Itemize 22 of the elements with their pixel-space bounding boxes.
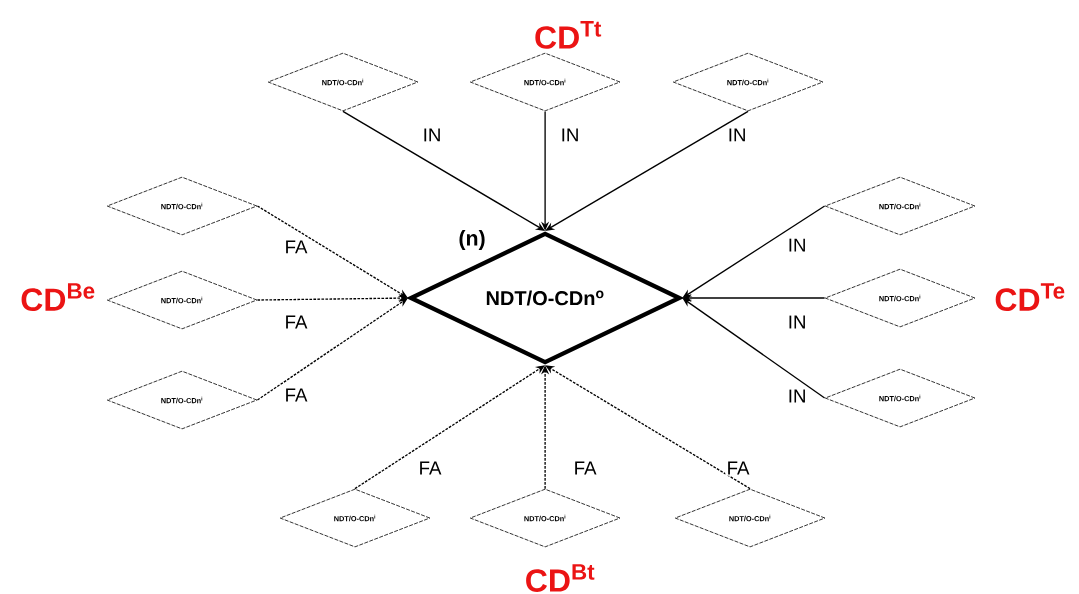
group-label: CD$^{Bt}$ bbox=[526, 564, 595, 592]
edge-label: IN bbox=[726, 127, 748, 143]
edge-label: FA bbox=[283, 387, 309, 403]
group-label: CD$^{Be}$ bbox=[21, 283, 95, 311]
edge-label: FA bbox=[572, 460, 598, 476]
edge-label: IN bbox=[786, 314, 808, 330]
edge-label: FA bbox=[283, 239, 309, 255]
edge-label: FA bbox=[417, 460, 443, 476]
arrow bbox=[256, 298, 408, 401]
arrow bbox=[545, 110, 749, 231]
edge-label: FA bbox=[283, 314, 309, 330]
edge-label: IN bbox=[786, 388, 808, 404]
arrow bbox=[545, 365, 751, 490]
multiplicity-label: (n) bbox=[459, 230, 485, 250]
group-label: CD$^{Tt}$ bbox=[535, 21, 602, 49]
edge-label: IN bbox=[559, 127, 581, 143]
edge-label: FA bbox=[725, 460, 751, 476]
arrow bbox=[682, 298, 826, 399]
edge-label: IN bbox=[786, 237, 808, 253]
arrow bbox=[256, 205, 408, 298]
edge-label: IN bbox=[421, 127, 443, 143]
group-label: CD$^{Te}$ bbox=[995, 283, 1065, 311]
